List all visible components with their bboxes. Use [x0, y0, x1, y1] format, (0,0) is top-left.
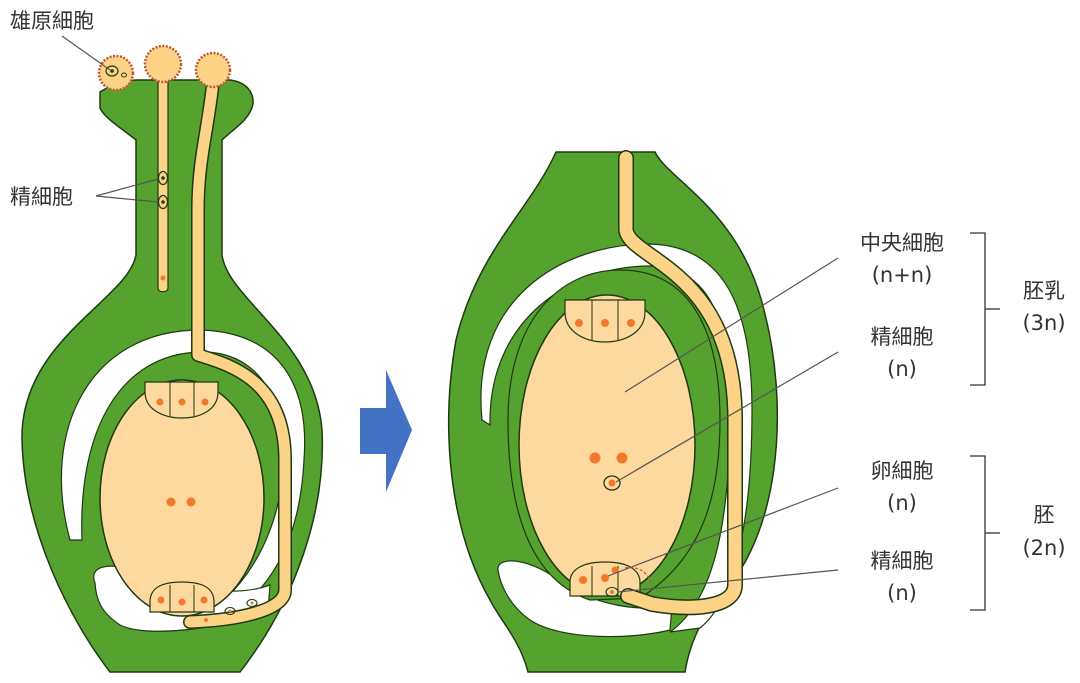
embryo-label: 胚 [1034, 503, 1055, 527]
endosperm-label: 胚乳 [1023, 279, 1065, 303]
right-polar-nucleus-2 [617, 453, 628, 464]
process-arrow [360, 370, 412, 492]
right-egg-cell-nucleus [601, 574, 609, 582]
endosperm-ploidy: (3n) [1022, 311, 1065, 335]
endosperm-bracket [970, 233, 1000, 385]
egg-cell-ploidy: (n) [887, 491, 917, 515]
right-labels: 中央細胞 (n+n) 精細胞 (n) 卵細胞 (n) 精細胞 (n) [860, 231, 944, 605]
left-egg-apparatus [150, 582, 214, 612]
sperm-cell-lower-label: 精細胞 [871, 549, 934, 573]
generative-cell-label: 雄原細胞 [10, 9, 94, 33]
left-pollen-grain-1 [99, 56, 133, 90]
sperm-cells-label: 精細胞 [10, 185, 73, 209]
sperm-cell-upper-label: 精細胞 [871, 325, 934, 349]
right-polar-nucleus-1 [590, 453, 601, 464]
left-pollen-grain-2 [145, 46, 181, 82]
central-cell-ploidy: (n+n) [872, 263, 933, 287]
sperm-cell-lower-ploidy: (n) [887, 581, 917, 605]
egg-cell-label: 卵細胞 [871, 459, 934, 483]
right-ovule [449, 152, 778, 672]
left-polar-nucleus-2 [187, 498, 196, 507]
central-cell-label: 中央細胞 [860, 231, 944, 255]
generative-cell-leader [62, 36, 110, 70]
embryo-bracket [970, 456, 1000, 610]
sperm-cell-upper-ploidy: (n) [887, 357, 917, 381]
left-pistil [22, 46, 322, 672]
left-pollen-grain-3 [196, 53, 230, 87]
left-polar-nucleus-1 [167, 498, 176, 507]
embryo-ploidy: (2n) [1022, 536, 1065, 560]
